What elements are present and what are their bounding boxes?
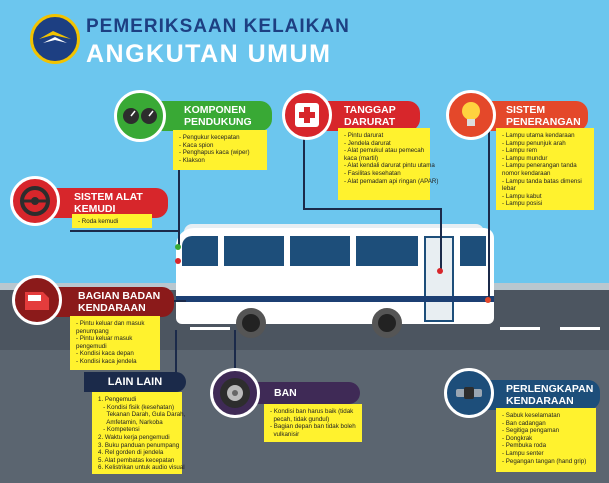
- page-title-line2: ANGKUTAN UMUM: [86, 40, 332, 68]
- connector-line: [303, 208, 441, 210]
- connector-line: [175, 330, 177, 376]
- ban-header: BAN: [240, 382, 360, 404]
- front-wheel: [236, 308, 266, 338]
- lane-marking: [500, 327, 540, 330]
- tire-icon: [210, 368, 260, 418]
- bagian-badan-kendaraan-list: - Pintu keluar dan masuk penumpang- Pint…: [70, 316, 160, 370]
- lain-lain-list: 1. Pengemudi - Kondisi fisik (kesehatan)…: [92, 392, 185, 474]
- perlengkapan-list: - Sabuk keselamatan- Ban cadangan- Segit…: [496, 408, 596, 472]
- bus-stripe: [176, 296, 494, 302]
- marker-dot: [175, 244, 181, 250]
- page-title-line1: PEMERIKSAAN KELAIKAN: [86, 16, 350, 37]
- sistem-penerangan-list: - Lampu utama kendaraan- Lampu penunjuk …: [496, 128, 594, 210]
- first-aid-icon: [282, 90, 332, 140]
- car-door-icon: [12, 275, 62, 325]
- wing-emblem-icon: [39, 31, 71, 43]
- komponen-pendukung-list: - Pengukur kecepatan- Kaca spion- Pengha…: [173, 130, 267, 170]
- lain-lain-header: LAIN LAIN: [84, 372, 186, 392]
- seatbelt-icon: [444, 368, 494, 418]
- bus-rear-door: [424, 236, 454, 322]
- bus-window: [356, 236, 418, 266]
- steering-wheel-icon: [10, 176, 60, 226]
- connector-line: [303, 120, 305, 210]
- komponen-pendukung-header: KOMPONEN PENDUKUNG: [150, 101, 272, 131]
- marker-dot: [485, 297, 491, 303]
- marker-dot: [437, 268, 443, 274]
- lightbulb-icon: [446, 90, 496, 140]
- ban-list: - Kondisi ban harus baik (tidak pecah, t…: [264, 404, 362, 442]
- marker-dot: [175, 258, 181, 264]
- bagian-badan-kendaraan-header: BAGIAN BADAN KENDARAAN: [44, 287, 174, 317]
- bus-window: [290, 236, 350, 266]
- tanggap-darurat-list: - Pintu darurat- Jendela darurat- Alat p…: [338, 128, 438, 200]
- connector-line: [488, 120, 490, 300]
- lane-marking: [190, 327, 230, 330]
- lane-marking: [560, 327, 600, 330]
- bus-windshield: [182, 236, 218, 266]
- connector-line: [440, 208, 442, 270]
- bus-window: [224, 236, 284, 266]
- connector-line: [178, 162, 180, 248]
- connector-line: [234, 330, 236, 380]
- speedometer-icon: [114, 90, 166, 142]
- rear-wheel: [372, 308, 402, 338]
- sistem-alat-kemudi-list: - Roda kemudi: [72, 214, 152, 228]
- bus-window: [460, 236, 486, 266]
- sistem-alat-kemudi-header: SISTEM ALAT KEMUDI: [40, 188, 168, 218]
- ministry-logo: [30, 14, 80, 64]
- connector-line: [70, 230, 180, 232]
